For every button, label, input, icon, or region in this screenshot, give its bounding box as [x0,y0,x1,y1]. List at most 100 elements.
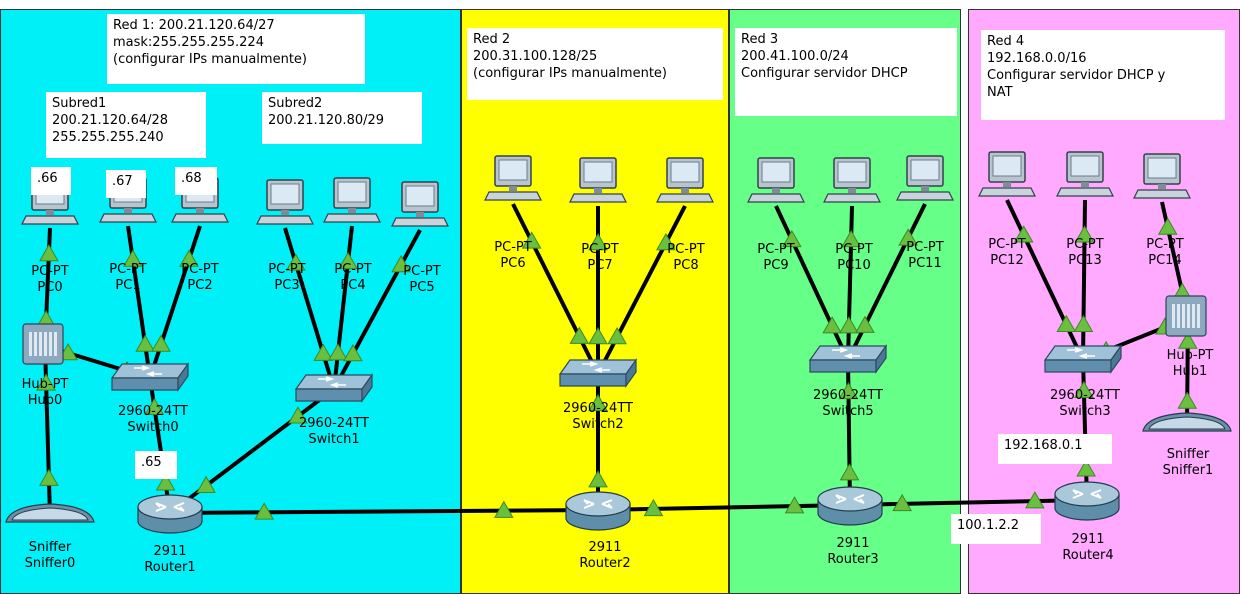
link-status-icon [135,334,156,352]
device-type: 2960-24TT [813,388,883,403]
pc-icon[interactable] [1056,151,1114,197]
device-name: Hub1 [1172,364,1208,379]
router-icon[interactable] [565,491,631,531]
device-name: Router1 [144,560,196,575]
ip-label-pc0: .66 [31,167,71,195]
device-type: PC-PT [181,262,219,277]
link-status-icon [1157,217,1178,235]
device-name: Router3 [827,552,879,567]
link-status-icon [643,498,664,517]
device-name: PC5 [409,280,435,295]
sniffer-icon[interactable] [1142,412,1232,432]
device-name: Router4 [1062,548,1114,563]
device-type: 2911 [1071,532,1105,547]
pc-icon[interactable] [1133,153,1191,199]
link-router1-router2 [169,508,599,515]
pc-icon[interactable] [896,155,954,201]
link-status-icon [196,475,216,493]
link-status-icon [144,397,165,415]
device-name: PC2 [187,278,213,293]
device-name: PC3 [274,278,300,293]
link-status-icon [343,344,363,362]
link-status-icon [1177,391,1198,409]
device-type: 2960-24TT [1050,388,1120,403]
ip-label-router1: .65 [135,451,177,479]
switch-icon[interactable] [1043,344,1123,374]
hub-icon[interactable] [22,323,64,365]
link-status-icon [839,463,860,481]
hub-icon[interactable] [1165,295,1207,337]
switch-icon[interactable] [294,373,374,403]
device-type: Hub-PT [21,377,69,392]
pc-icon[interactable] [823,157,881,203]
device-type: PC-PT [581,242,619,257]
link-status-icon [588,393,608,412]
link-pc4-switch1 [332,225,354,390]
device-name: Router2 [579,556,631,571]
device-name: PC14 [1148,253,1182,268]
link-pc5-switch1 [332,229,422,390]
link-status-icon [313,343,334,361]
pc-icon[interactable] [747,157,805,203]
link-status-icon [898,228,918,246]
device-type: 2960-24TT [118,404,188,419]
device-name: PC11 [908,256,942,271]
device-name: PC1 [115,278,141,293]
ip-label-router4-lan: 192.168.0.1 [998,434,1112,464]
device-type: PC-PT [906,240,944,255]
pc-icon[interactable] [256,179,314,225]
pc-icon[interactable] [978,151,1036,197]
pc-icon[interactable] [323,177,381,223]
link-pc10-switch5 [846,205,854,361]
link-status-icon [1024,491,1045,509]
link-status-icon [655,232,676,251]
link-status-icon [493,500,514,518]
pc-icon[interactable] [569,157,627,203]
link-status-icon [288,406,308,424]
link-status-icon [892,493,913,512]
switch-icon[interactable] [808,344,888,374]
router-icon[interactable] [137,494,203,534]
switch-icon[interactable] [110,362,190,392]
link-switch3-router4 [1081,359,1089,501]
device-type: PC-PT [835,242,873,257]
device-type: PC-PT [757,242,795,257]
device-name: Switch3 [1059,404,1111,419]
device-name: PC9 [763,258,789,273]
link-status-icon [179,249,199,267]
link-status-icon [588,232,608,251]
pc-icon[interactable] [656,157,714,203]
link-status-icon [521,231,542,249]
router-icon[interactable] [1054,481,1120,521]
router-icon[interactable] [817,486,883,526]
sniffer-icon[interactable] [5,503,95,523]
pc-icon[interactable] [391,181,449,227]
pc-icon[interactable] [484,155,542,201]
note-red1: Red 1: 200.21.120.64/27 mask:255.255.255… [107,14,365,84]
ip-label-pc1: .67 [106,170,146,198]
note-red2: Red 2 200.31.100.128/25 (configurar IPs … [467,28,723,100]
link-status-icon [569,326,590,344]
ip-label-pc2: .68 [175,167,217,195]
link-router2-router3 [597,503,851,512]
link-status-icon [1177,331,1198,349]
switch-icon[interactable] [558,358,638,388]
